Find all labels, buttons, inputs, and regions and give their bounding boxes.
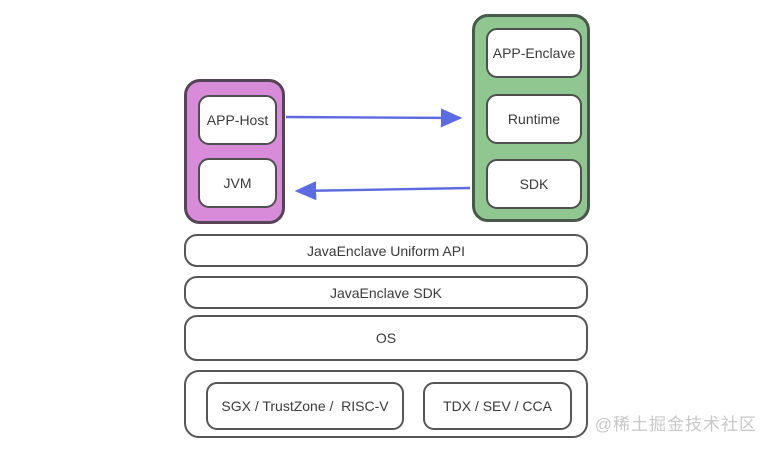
arrow-host-to-enclave — [285, 108, 463, 128]
app-enclave-node: APP-Enclave — [486, 28, 582, 78]
runtime-node: Runtime — [486, 94, 582, 144]
host-group: APP-Host JVM — [184, 79, 285, 224]
hardware-sgx-trustzone-riscv: SGX / TrustZone / RISC-V — [206, 382, 404, 430]
sdk-label: SDK — [519, 176, 549, 192]
hardware-tdx-sev-cca: TDX / SEV / CCA — [423, 382, 572, 430]
watermark: @稀土掘金技术社区 — [594, 415, 757, 434]
layer-javaenclave-sdk: JavaEnclave SDK — [184, 276, 588, 309]
layer-os: OS — [184, 315, 588, 361]
hardware-group: SGX / TrustZone / RISC-V TDX / SEV / CCA — [184, 370, 588, 438]
layer-javaenclave-sdk-label: JavaEnclave SDK — [329, 284, 443, 301]
jvm-label: JVM — [223, 175, 252, 191]
arrow-enclave-to-host — [294, 181, 471, 201]
app-host-node: APP-Host — [198, 95, 277, 145]
layer-uniform-api-label: JavaEnclave Uniform API — [307, 242, 465, 259]
layer-uniform-api: JavaEnclave Uniform API — [184, 234, 588, 267]
app-host-label: APP-Host — [206, 112, 269, 128]
enclave-group: APP-Enclave Runtime SDK — [472, 14, 590, 222]
jvm-node: JVM — [198, 158, 277, 208]
hardware-tdx-label: TDX / SEV / CCA — [443, 398, 552, 414]
runtime-label: Runtime — [507, 111, 561, 127]
sdk-node: SDK — [486, 159, 582, 209]
hardware-sgx-label: SGX / TrustZone / RISC-V — [221, 398, 389, 414]
layer-os-label: OS — [375, 330, 397, 346]
app-enclave-label: APP-Enclave — [492, 45, 576, 61]
